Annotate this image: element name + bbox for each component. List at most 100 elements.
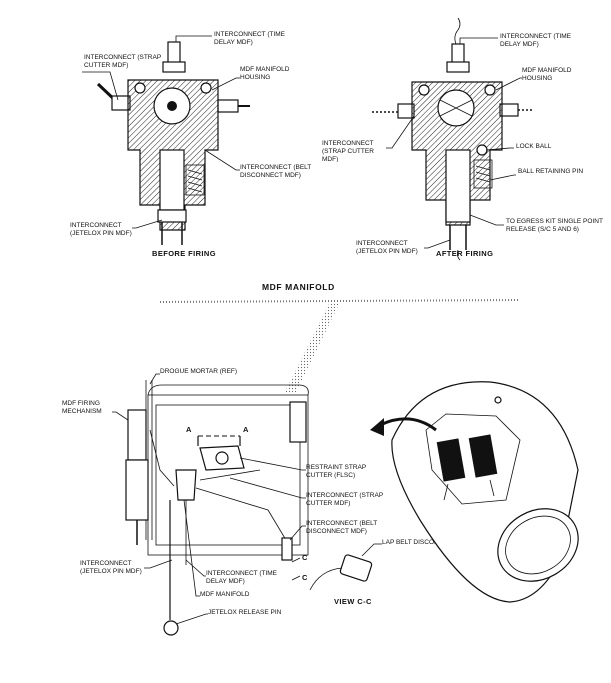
after-firing-caption: AFTER FIRING	[436, 249, 493, 258]
before-firing-view: INTERCONNECT (TIME DELAY MDF) INTERCONNE…	[70, 31, 311, 258]
after-screw-right	[484, 84, 496, 96]
section-c-top: C	[302, 553, 308, 562]
leader-jetelox	[132, 219, 163, 229]
fo-strap-lower: INTERCONNECT (STRAP CUTTER MDF)	[306, 492, 384, 507]
after-jetelox-label: INTERCONNECT (JETELOX PIN MDF)	[356, 240, 418, 255]
arrowhead-icon	[370, 418, 384, 436]
section-a-left: A	[186, 425, 192, 434]
leader-lap-belt	[361, 543, 382, 557]
fo-after-jetelox: INTERCONNECT (JETELOX PIN MDF)	[356, 240, 418, 255]
jetelox-cap	[157, 209, 187, 223]
fo-jetelox-lower: INTERCONNECT (JETELOX PIN MDF)	[80, 560, 142, 575]
nozzle-nut	[162, 61, 186, 73]
seat-legs	[443, 479, 495, 501]
fo-time-delay: INTERCONNECT (TIME DELAY MDF)	[214, 31, 286, 46]
section-a-ticks	[197, 436, 241, 446]
fo-strap-cutter: INTERCONNECT (STRAP CUTTER MDF)	[84, 54, 162, 69]
leader-strap-cutter-lower	[229, 477, 306, 499]
seat-assembly-view: A A C C DROGUE	[62, 368, 457, 636]
section-c-arrows	[291, 557, 301, 581]
after-time-delay-label: INTERCONNECT (TIME DELAY MDF)	[500, 33, 572, 48]
before-firing-caption: BEFORE FIRING	[152, 249, 216, 258]
fo-housing: MDF MANIFOLD HOUSING	[240, 66, 289, 81]
chamber-core	[167, 101, 177, 111]
time-delay-label: INTERCONNECT (TIME DELAY MDF)	[214, 31, 286, 46]
cable-firing	[149, 429, 175, 487]
belt-disconnect-fitting	[185, 164, 205, 196]
screw-left	[134, 82, 146, 94]
seat-top-curve	[147, 384, 309, 396]
screw-right	[200, 82, 212, 94]
leader-release-pin	[175, 613, 208, 625]
right-fitting	[217, 99, 239, 113]
leader-strap-cutter	[82, 71, 119, 101]
fo-time-delay-lower: INTERCONNECT (TIME DELAY MDF)	[206, 570, 277, 585]
after-leader-strap	[386, 115, 415, 149]
leader-jetelox-lower	[144, 559, 173, 569]
after-retaining-fitting	[473, 159, 493, 189]
fo-lock-ball: LOCK BALL	[516, 143, 551, 150]
leader-drogue	[149, 373, 160, 385]
view-cc-caption: VIEW C-C	[334, 597, 372, 606]
right-side-fitting	[289, 401, 307, 443]
leader-time-delay	[175, 35, 212, 42]
after-leader-jetelox	[424, 239, 451, 249]
leader-manifold	[183, 499, 200, 597]
dotted-divider	[159, 299, 521, 303]
firing-mech-body	[125, 459, 149, 521]
cockpit-opening	[425, 413, 521, 505]
fo-manifold: MDF MANIFOLD	[200, 591, 250, 598]
leader-housing	[211, 77, 240, 91]
fo-firing-mech: MDF FIRING MECHANISM	[62, 400, 102, 415]
diagram-title: MDF MANIFOLD	[262, 282, 335, 292]
after-leader-egress	[469, 214, 504, 226]
after-strap-cutter-label: INTERCONNECT (STRAP CUTTER MDF)	[322, 140, 374, 162]
left-fitting	[111, 95, 131, 111]
fo-release-pin: JETELOX RELEASE PIN	[208, 609, 281, 616]
fo-egress: TO EGRESS KIT SINGLE POINT RELEASE (S/C …	[506, 218, 603, 233]
after-burst-lines	[439, 99, 473, 117]
strap-cutter-lower-label: INTERCONNECT (STRAP CUTTER MDF)	[306, 492, 384, 507]
fo-after-strap: INTERCONNECT (STRAP CUTTER MDF)	[322, 140, 374, 162]
lap-belt-label: LAP BELT DISCONNECT	[382, 539, 457, 546]
after-housing-label: MDF MANIFOLD HOUSING	[522, 67, 572, 82]
fo-after-time-delay: INTERCONNECT (TIME DELAY MDF)	[500, 33, 572, 48]
after-leader-time-delay	[459, 37, 498, 44]
after-frayed-top	[454, 17, 461, 45]
firing-mechanism	[127, 409, 147, 461]
after-spring-lines	[475, 165, 491, 183]
capsule-heatshield	[497, 508, 579, 582]
capsule-hatch-pin	[494, 396, 502, 404]
fo-retaining: BALL RETAINING PIN	[518, 168, 584, 175]
piston-after	[445, 149, 471, 223]
leader-belt-lower	[289, 525, 306, 541]
after-firing-view: INTERCONNECT (TIME DELAY MDF) MDF MANIFO…	[322, 17, 603, 261]
section-a-right: A	[243, 425, 249, 434]
egress-label: TO EGRESS KIT SINGLE POINT RELEASE (S/C …	[506, 218, 603, 233]
seat-left	[436, 438, 466, 482]
after-nozzle-nut	[446, 61, 470, 73]
dotted-beam	[285, 302, 340, 394]
heatshield-inner	[505, 515, 571, 575]
ball-retaining-label: BALL RETAINING PIN	[518, 168, 584, 175]
after-screw-left	[418, 84, 430, 96]
mdf-manifold	[175, 469, 197, 501]
cable-strap	[199, 469, 261, 481]
piston-before	[159, 149, 185, 211]
after-leader-housing	[495, 77, 522, 91]
manifold-label: MDF MANIFOLD	[200, 591, 250, 598]
fo-drogue: DROGUE MORTAR (REF)	[160, 368, 237, 375]
strap-cutter-label: INTERCONNECT (STRAP CUTTER MDF)	[84, 54, 162, 69]
leader-time-delay-lower	[185, 559, 206, 577]
fo-after-housing: MDF MANIFOLD HOUSING	[522, 67, 572, 82]
spring-lines	[187, 169, 203, 193]
jetelox-label: INTERCONNECT (JETELOX PIN MDF)	[70, 222, 132, 237]
lock-ball	[476, 144, 488, 156]
section-c-bottom: C	[302, 573, 308, 582]
fo-belt: INTERCONNECT (BELT DISCONNECT MDF)	[240, 164, 311, 179]
lap-belt-disconnect	[339, 554, 373, 582]
restraint-label: RESTRAINT STRAP CUTTER (FLSC)	[306, 464, 367, 479]
restraint-cutter-hub	[215, 451, 229, 465]
after-right-fitting	[499, 103, 519, 117]
